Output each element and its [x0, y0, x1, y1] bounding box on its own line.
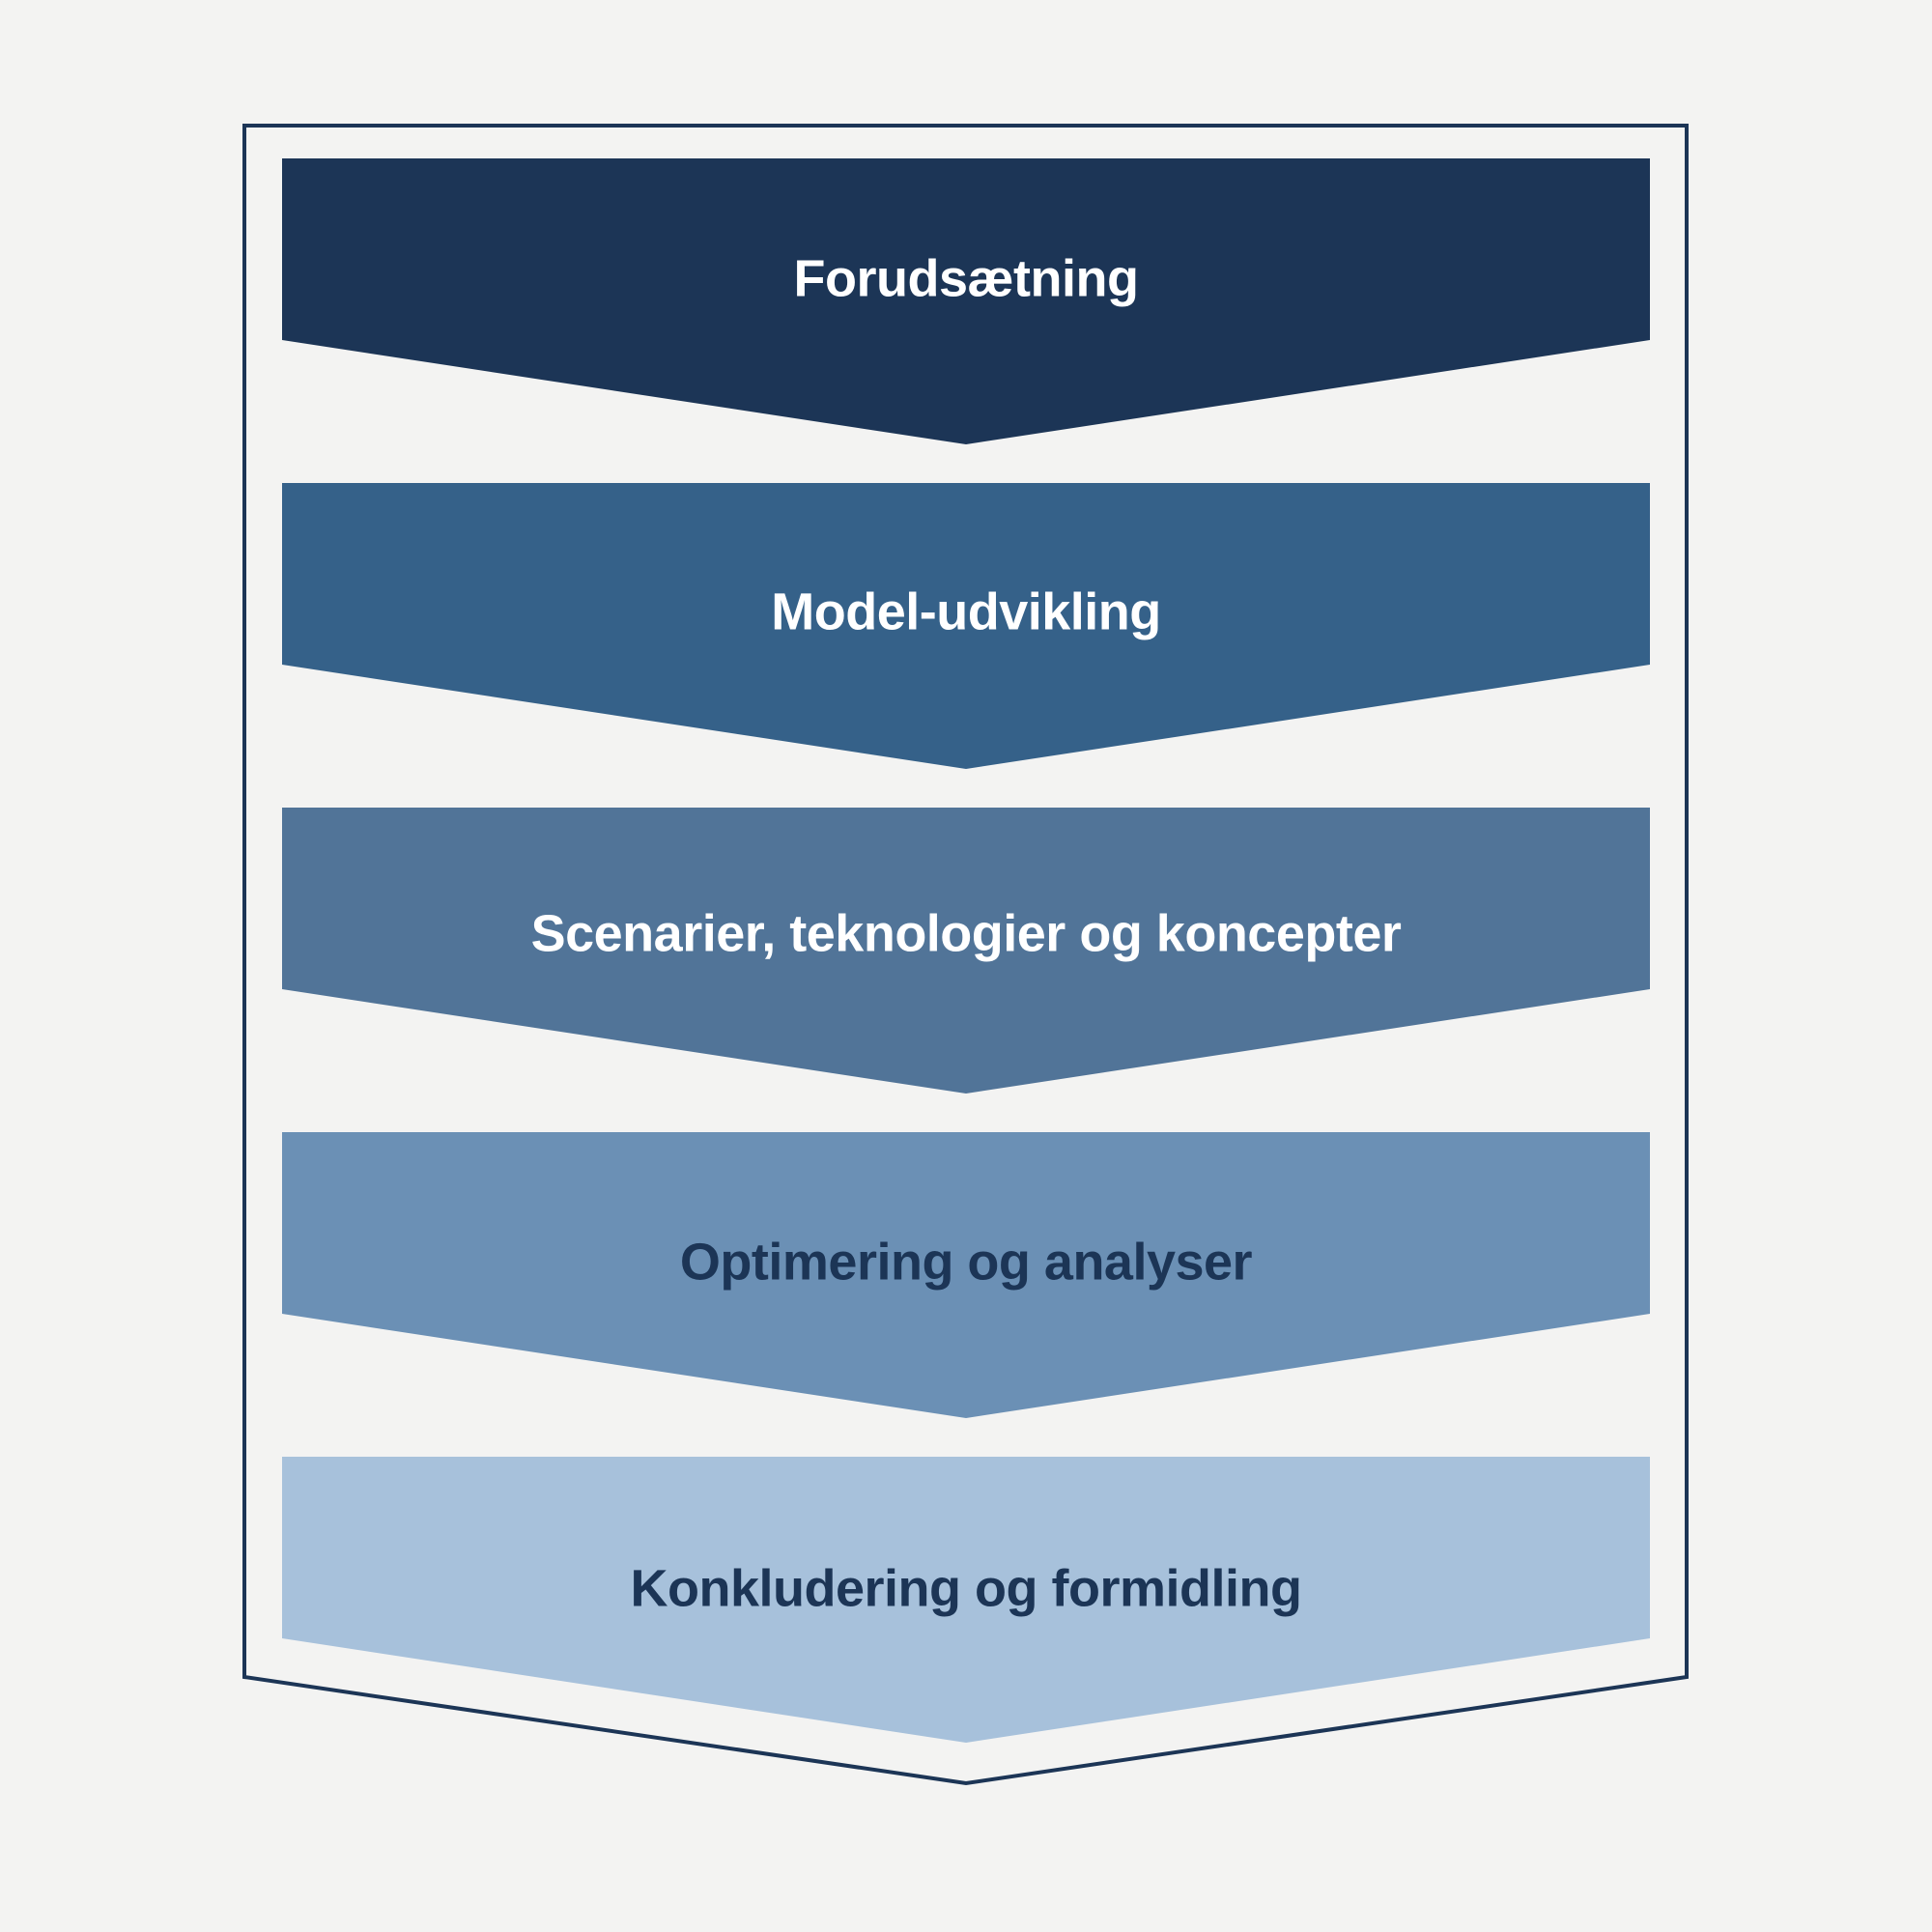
step-5-label: Konkludering og formidling	[631, 1559, 1302, 1617]
step-5-chevron	[282, 1457, 1650, 1743]
step-3-chevron	[282, 808, 1650, 1094]
step-1: Forudsætning	[282, 158, 1650, 444]
step-4-label: Optimering og analyser	[680, 1233, 1253, 1291]
step-1-chevron	[282, 158, 1650, 444]
step-3: Scenarier, teknologier og koncepter	[282, 808, 1650, 1094]
step-2-chevron	[282, 483, 1650, 769]
step-1-label: Forudsætning	[794, 249, 1139, 307]
step-2: Model-udvikling	[282, 483, 1650, 769]
step-3-label: Scenarier, teknologier og koncepter	[531, 904, 1402, 962]
step-5: Konkludering og formidling	[282, 1457, 1650, 1743]
step-2-label: Model-udvikling	[771, 582, 1161, 640]
step-4: Optimering og analyser	[282, 1132, 1650, 1418]
outer-chevron-frame	[242, 124, 1689, 1786]
step-4-chevron	[282, 1132, 1650, 1418]
